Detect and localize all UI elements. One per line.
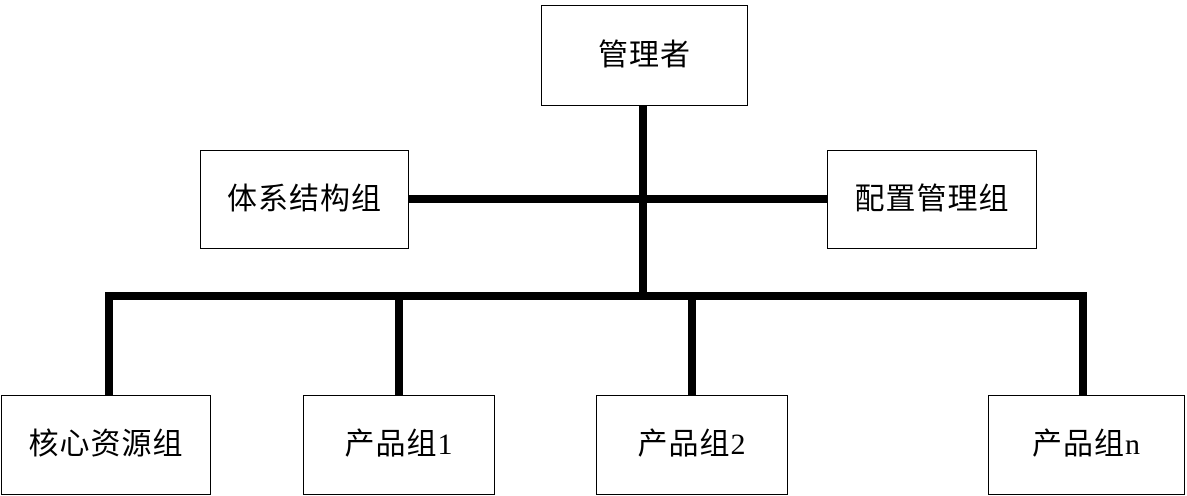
node-label-product-group-n: 产品组n — [1032, 428, 1141, 461]
node-label-architecture-group: 体系结构组 — [227, 182, 382, 216]
node-label-configuration-management-group: 配置管理组 — [854, 182, 1010, 216]
node-product-group-2: 产品组2 — [596, 395, 788, 495]
connector-level2-crossbar — [409, 195, 828, 203]
node-label-product-group-1: 产品组1 — [344, 428, 454, 461]
connector-drop-product-group-2 — [688, 292, 696, 396]
node-product-group-1: 产品组1 — [303, 395, 495, 495]
node-architecture-group: 体系结构组 — [200, 150, 409, 249]
node-manager: 管理者 — [541, 5, 748, 106]
connector-distribution-bar — [105, 292, 1087, 300]
connector-drop-product-group-1 — [395, 292, 403, 396]
node-label-manager: 管理者 — [598, 38, 691, 72]
connector-drop-core-resource-group — [105, 292, 113, 396]
node-core-resource-group: 核心资源组 — [1, 395, 211, 495]
connector-drop-product-group-n — [1079, 292, 1087, 396]
node-configuration-management-group: 配置管理组 — [827, 150, 1037, 249]
node-label-product-group-2: 产品组2 — [637, 428, 747, 461]
node-product-group-n: 产品组n — [988, 395, 1185, 495]
node-label-core-resource-group: 核心资源组 — [28, 428, 184, 461]
